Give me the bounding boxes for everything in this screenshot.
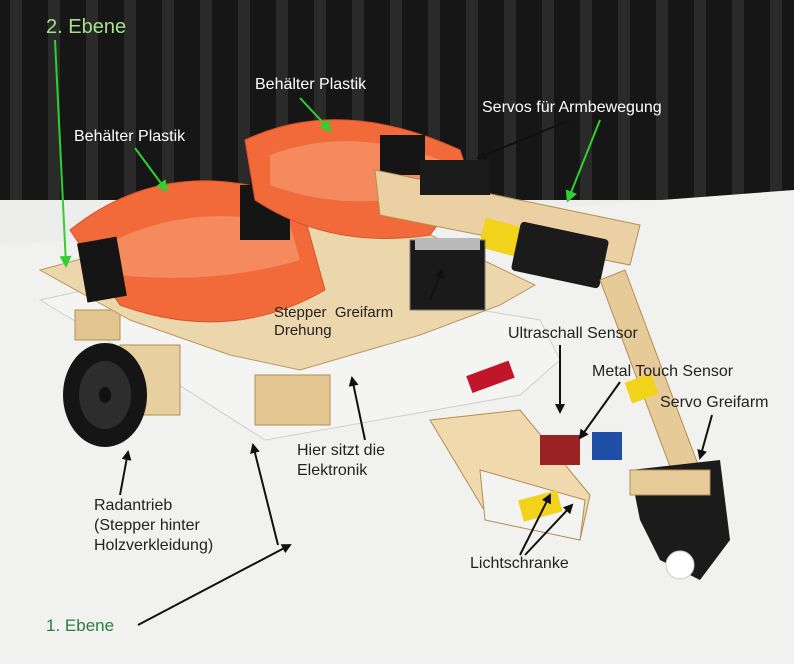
- arrow-metal-touch: [578, 381, 621, 440]
- label-servos-arm: Servos für Armbewegung: [482, 99, 662, 116]
- wood-support-front: [254, 374, 331, 426]
- arrow-electronics: [348, 376, 366, 441]
- arrow-level1-a: [250, 443, 279, 546]
- label-electronics-2: Elektronik: [297, 462, 368, 479]
- wood-support-left: [74, 309, 121, 341]
- label-drive-3: Holzverkleidung): [94, 537, 214, 554]
- label-level1: 1. Ebene: [46, 616, 115, 635]
- arrow-servo-gripper: [697, 414, 713, 460]
- label-level2: 2. Ebene: [46, 16, 127, 38]
- arrow-lightbarrier-a: [519, 493, 551, 556]
- label-metal-touch: Metal Touch Sensor: [592, 363, 734, 380]
- arrow-servos-right: [565, 119, 601, 203]
- stepper-motor: [409, 239, 486, 311]
- arrow-level2: [54, 39, 72, 268]
- label-drive-1: Radantrieb: [94, 497, 173, 514]
- label-ultrasonic: Ultraschall Sensor: [508, 325, 638, 342]
- arm-servo: [511, 221, 609, 289]
- arrow-container-right: [299, 97, 333, 133]
- label-container-left: Behälter Plastik: [74, 128, 186, 145]
- label-electronics-1: Hier sitzt die: [297, 442, 386, 459]
- label-servo-gripper: Servo Greifarm: [660, 394, 769, 411]
- arrow-drive: [119, 450, 132, 496]
- arrow-servos-left: [476, 119, 571, 160]
- top-servo: [420, 160, 490, 195]
- arrow-container-left: [134, 147, 168, 193]
- label-container-right: Behälter Plastik: [255, 76, 367, 93]
- label-stepper-1: Stepper Greifarm: [274, 304, 394, 321]
- label-stepper-2: Drehung: [274, 322, 332, 339]
- label-drive-2: (Stepper hinter: [94, 517, 200, 534]
- label-light-barrier: Lichtschranke: [470, 555, 569, 572]
- arrow-lightbarrier-b: [524, 503, 574, 556]
- arrow-level1-b: [137, 544, 292, 626]
- arrow-stepper: [429, 268, 444, 301]
